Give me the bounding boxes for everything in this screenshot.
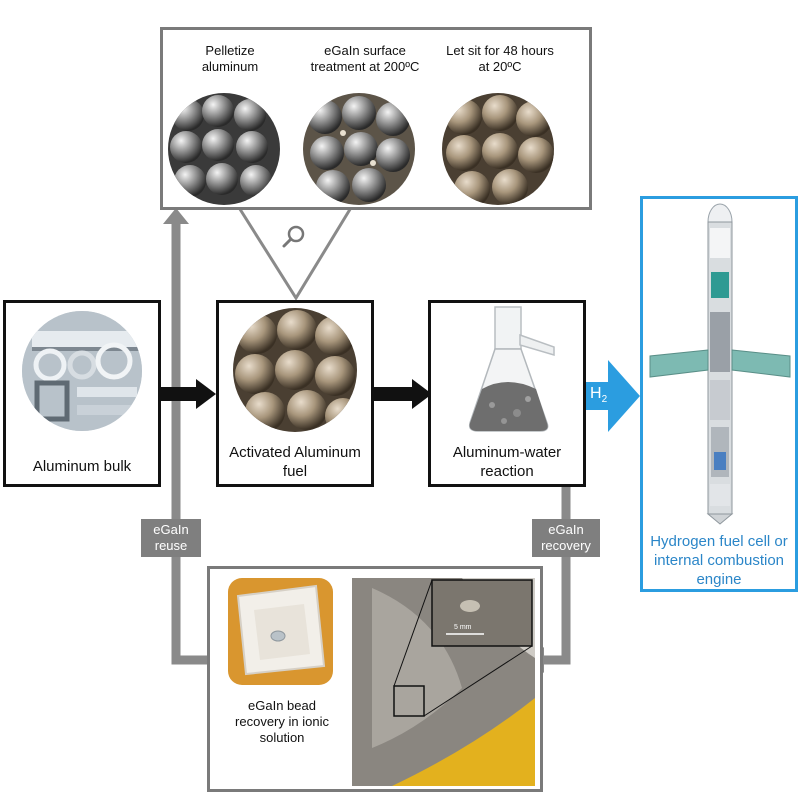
magnifier-icon — [281, 224, 307, 250]
step-3-photo — [442, 93, 554, 205]
step-2-label: eGaIn surface treatment at 200ºC — [310, 43, 420, 74]
egain-recovery-tag: eGaIn recovery — [532, 519, 600, 557]
step-1-label: Pelletize aluminum — [201, 43, 259, 74]
h2-arrow — [586, 360, 640, 432]
h2-base: H — [590, 385, 602, 402]
arrow-fuel-to-reaction-head — [412, 379, 432, 409]
engine-label: Hydrogen fuel cell or internal combustio… — [650, 533, 788, 588]
step-2-photo — [303, 93, 415, 205]
h2-subscript: 2 — [601, 394, 608, 406]
zoom-triangle — [236, 205, 354, 301]
arrow-fuel-to-reaction-shaft — [374, 387, 414, 401]
recovery-loop-line — [540, 487, 571, 665]
arrow-bulk-to-fuel-shaft — [158, 387, 198, 401]
aluminum-bulk-photo — [22, 311, 142, 431]
reuse-loop-arrowhead — [163, 208, 189, 224]
step-3-label: Let sit for 48 hours at 20ºC — [446, 43, 554, 74]
underwater-vehicle-illustration — [645, 202, 795, 527]
egain-reuse-tag: eGaIn reuse — [141, 519, 201, 557]
flask-illustration — [462, 305, 562, 435]
recovery-label: eGaIn bead recovery in ionic solution — [235, 698, 329, 745]
activated-fuel-photo — [233, 308, 357, 432]
recovery-microscope-photo: 5 mm — [352, 578, 535, 786]
aluminum-bulk-label: Aluminum bulk — [32, 458, 132, 475]
reuse-loop-line — [171, 220, 210, 665]
h2-label: H2 — [590, 385, 620, 409]
step-1-photo — [168, 93, 280, 205]
activated-fuel-label: Activated Aluminum fuel — [229, 444, 361, 480]
arrow-bulk-to-fuel-head — [196, 379, 216, 409]
scale-bar-label: 5 mm — [454, 624, 472, 631]
recovery-tray-photo — [228, 578, 333, 685]
reaction-label: Aluminum-water reaction — [452, 444, 562, 480]
